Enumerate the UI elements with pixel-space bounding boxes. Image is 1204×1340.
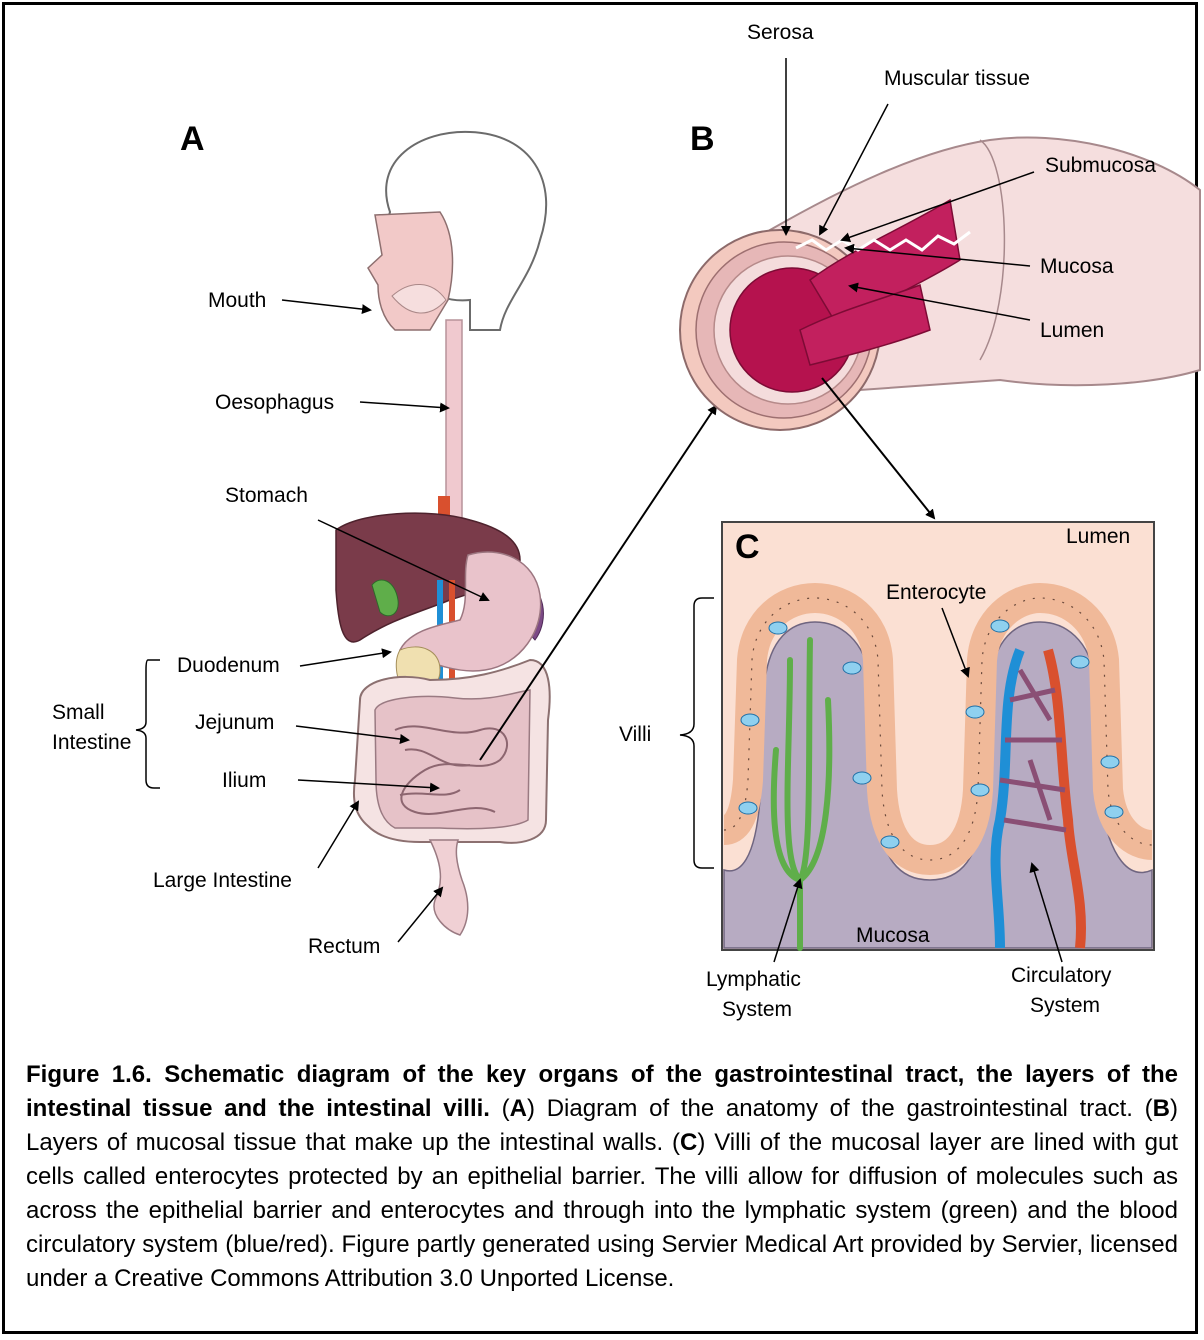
intestinal-wall-illustration bbox=[680, 137, 1200, 430]
label-lumen-b: Lumen bbox=[1040, 319, 1104, 342]
label-mucosa-b: Mucosa bbox=[1040, 255, 1114, 278]
label-circulatory-1: Circulatory bbox=[1011, 964, 1112, 987]
label-small-intestine-2: Intestine bbox=[52, 731, 131, 754]
label-duodenum: Duodenum bbox=[177, 654, 280, 677]
label-oesophagus: Oesophagus bbox=[215, 391, 334, 414]
pointer-large-intestine bbox=[318, 802, 358, 868]
label-mucosa-c: Mucosa bbox=[856, 924, 930, 947]
caption-letter-c: C bbox=[680, 1129, 697, 1156]
label-lymphatic-1: Lymphatic bbox=[706, 968, 801, 991]
label-submucosa: Submucosa bbox=[1045, 154, 1156, 177]
label-small-intestine-1: Small bbox=[52, 701, 105, 724]
label-lymphatic-2: System bbox=[722, 998, 792, 1021]
caption-text-a: ) Diagram of the anatomy of the gastroin… bbox=[527, 1095, 1153, 1122]
pointer-oesophagus bbox=[360, 402, 448, 408]
label-enterocyte: Enterocyte bbox=[886, 581, 986, 604]
pointer-mouth bbox=[282, 300, 370, 310]
panel-label-c: C bbox=[735, 528, 760, 566]
caption-letter-b: B bbox=[1153, 1095, 1170, 1122]
label-villi: Villi bbox=[619, 723, 651, 746]
small-intestine-bracket bbox=[136, 660, 160, 788]
panel-label-a: A bbox=[180, 120, 205, 158]
label-mouth: Mouth bbox=[208, 289, 266, 312]
label-jejunum: Jejunum bbox=[195, 711, 274, 734]
label-rectum: Rectum bbox=[308, 935, 380, 958]
caption-text: ( bbox=[490, 1095, 510, 1122]
label-large-intestine: Large Intestine bbox=[153, 869, 292, 892]
panel-label-b: B bbox=[690, 120, 715, 158]
label-muscular-tissue: Muscular tissue bbox=[884, 67, 1030, 90]
label-serosa: Serosa bbox=[747, 21, 814, 44]
label-lumen-c: Lumen bbox=[1066, 525, 1130, 548]
connector-b-to-c bbox=[822, 378, 934, 518]
pointer-duodenum bbox=[300, 652, 390, 666]
figure-artwork: A Mouth Oesophagus Stomach Duodenum Smal… bbox=[0, 0, 1204, 1050]
digestive-system-illustration bbox=[336, 132, 550, 935]
rectum bbox=[430, 840, 468, 935]
label-circulatory-2: System bbox=[1030, 994, 1100, 1017]
label-ilium: Ilium bbox=[222, 769, 266, 792]
label-stomach: Stomach bbox=[225, 484, 308, 507]
caption-letter-a: A bbox=[510, 1095, 527, 1122]
figure-caption: Figure 1.6. Schematic diagram of the key… bbox=[26, 1058, 1178, 1296]
oral-cavity bbox=[368, 212, 453, 330]
villi-bracket bbox=[680, 598, 714, 868]
